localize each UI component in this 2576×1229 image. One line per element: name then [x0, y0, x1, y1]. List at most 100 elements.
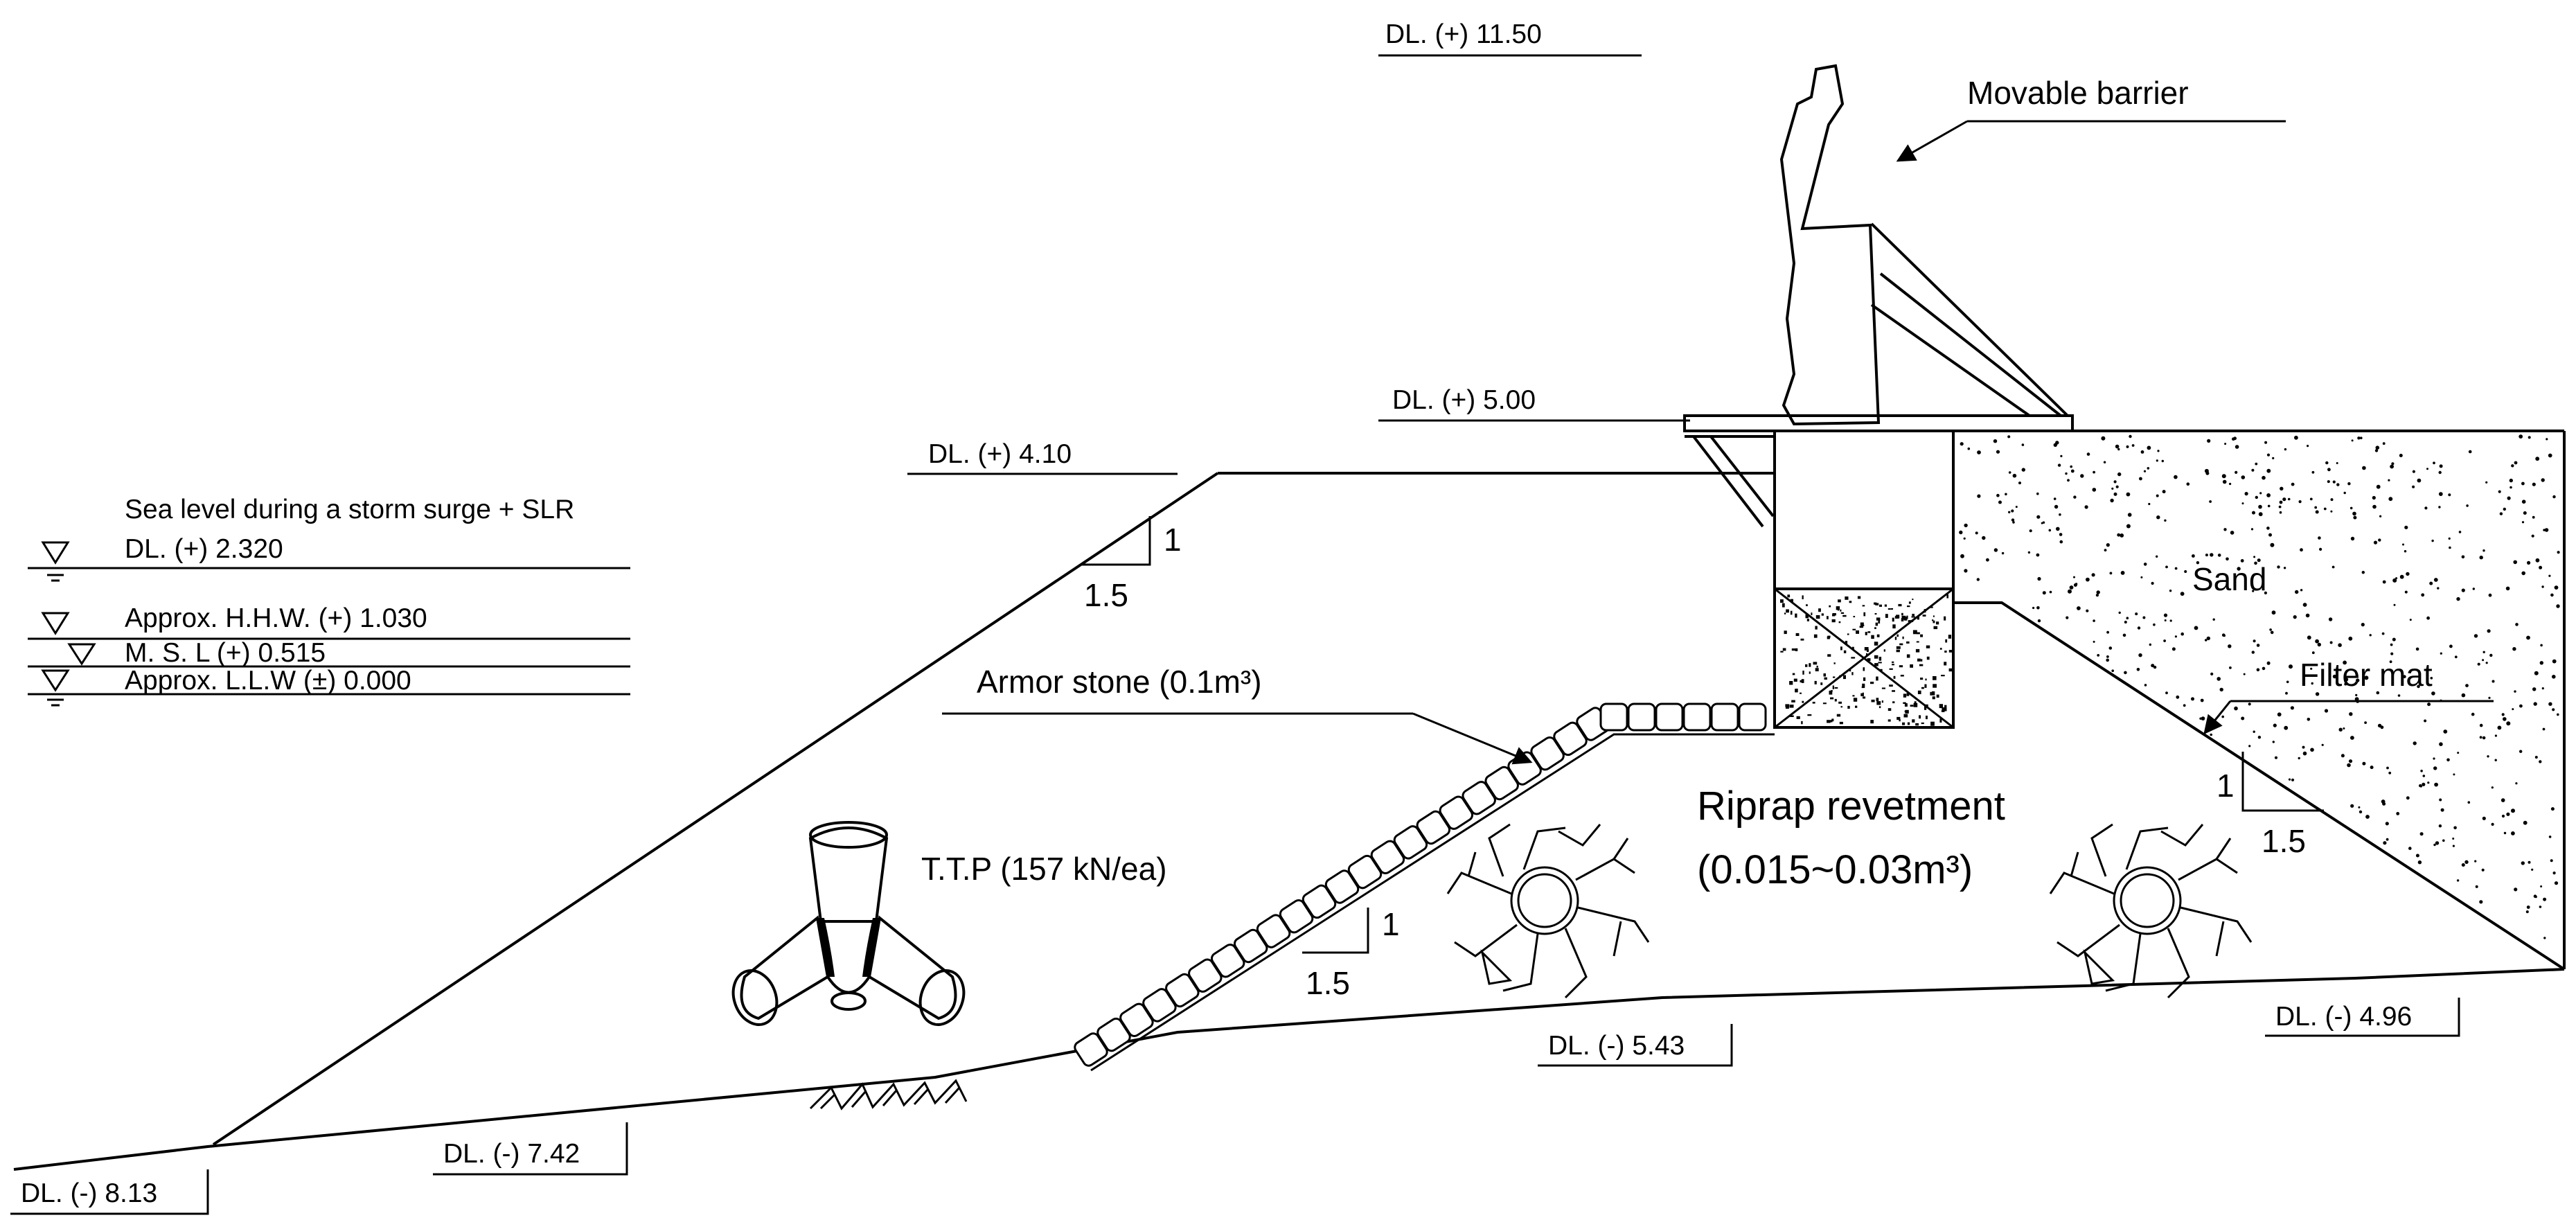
- sand-dot: [2302, 745, 2305, 749]
- foundation-speckle: [1805, 664, 1808, 667]
- sand-dot: [2376, 484, 2381, 489]
- sand-dot: [2388, 479, 2390, 481]
- foundation-speckle: [1906, 615, 1908, 619]
- sand-dot: [2422, 775, 2426, 777]
- deck-brace-inner: [1709, 435, 1775, 518]
- foundation-speckle: [1922, 614, 1926, 617]
- sand-dot: [2266, 661, 2271, 665]
- sand-dot: [2328, 617, 2333, 621]
- sand-dot: [2353, 515, 2357, 520]
- sand-dot: [2126, 492, 2131, 497]
- sand-dot: [2151, 664, 2155, 668]
- foundation-speckle: [1924, 684, 1927, 688]
- foundation-speckle: [1910, 664, 1913, 668]
- sand-dot: [2413, 741, 2417, 745]
- foundation-speckle: [1800, 638, 1804, 641]
- sand-dot: [2521, 481, 2525, 486]
- foundation-speckle: [1862, 624, 1865, 626]
- sand-dot: [2527, 560, 2531, 565]
- sand-dot: [2539, 905, 2542, 908]
- sand-dot: [2228, 644, 2232, 648]
- sand-dot: [2438, 824, 2442, 828]
- sand-dot: [2266, 527, 2270, 530]
- sand-dot: [2149, 643, 2151, 646]
- sand-dot: [2453, 773, 2455, 776]
- sand-dot: [2396, 812, 2400, 815]
- foundation-speckle: [1867, 631, 1871, 633]
- foundation-speckle: [1842, 614, 1847, 617]
- sand-dot: [2415, 647, 2419, 651]
- foundation-speckle: [1917, 632, 1920, 635]
- foundation-speckle: [1932, 619, 1934, 621]
- foundation-speckle: [1930, 691, 1932, 696]
- foundation-speckle: [1834, 687, 1838, 689]
- slope-triangle-mid: [1302, 908, 1369, 954]
- sand-dot: [2091, 573, 2095, 577]
- sand-dot: [1976, 578, 1980, 581]
- sand-dot: [2162, 490, 2166, 494]
- sand-dot: [2514, 461, 2518, 465]
- slope-run-top: 1.5: [1084, 577, 1128, 613]
- tetrapod-icon: [731, 821, 966, 1026]
- sand-dot: [2059, 533, 2063, 536]
- sand-dot: [2323, 507, 2327, 511]
- sand-dot: [2262, 475, 2266, 480]
- foundation-speckle: [1904, 710, 1909, 712]
- elevation-tags: DL. (+) 11.50 DL. (+) 5.00 DL. (+) 4.10 …: [10, 19, 2460, 1215]
- filter-mat-arrow: [2203, 700, 2232, 735]
- sand-dot: [2532, 687, 2537, 691]
- foundation-speckle: [1903, 693, 1907, 698]
- sand-dot: [2120, 533, 2124, 538]
- sand-dot: [2332, 674, 2337, 679]
- sand-dot: [2311, 682, 2313, 685]
- sand-dot: [2539, 661, 2543, 665]
- sand-dot: [2176, 695, 2180, 699]
- foundation-speckle: [1855, 705, 1858, 708]
- sand-dot: [2461, 588, 2465, 592]
- sand-dot: [2395, 577, 2398, 580]
- foundation-speckle: [1863, 667, 1865, 671]
- foundation-speckle: [1911, 620, 1914, 622]
- foundation-speckle: [1852, 695, 1855, 697]
- sand-dot: [2511, 808, 2515, 813]
- sand-dot: [2438, 506, 2441, 509]
- foundation-speckle: [1930, 721, 1935, 726]
- sand-dot: [2291, 778, 2295, 781]
- foundation-speckle: [1874, 642, 1878, 646]
- sand-dot: [2471, 712, 2475, 716]
- sand-dot: [2548, 702, 2552, 706]
- sand-dot: [2124, 671, 2127, 675]
- sand-dot: [2229, 666, 2232, 669]
- sand-dot: [2381, 632, 2385, 635]
- elevation-toe-right-box: [2265, 998, 2460, 1037]
- sand-dot: [1967, 447, 1971, 450]
- sand-dot: [2479, 736, 2482, 739]
- foundation-speckle: [1876, 617, 1881, 621]
- sand-dot: [1975, 531, 1978, 535]
- sand-dot: [2552, 872, 2556, 875]
- seabed-line: [13, 968, 2565, 1171]
- sand-dot: [2557, 713, 2559, 716]
- foundation-speckle: [1845, 641, 1848, 644]
- foundation-speckle: [1847, 633, 1849, 635]
- sand-dot: [2467, 801, 2471, 804]
- sand-dot: [2156, 459, 2158, 462]
- sand-dot: [2274, 756, 2278, 759]
- sand-dot: [2539, 565, 2543, 569]
- sand-dot: [2106, 658, 2109, 662]
- sand-dot: [2552, 659, 2557, 664]
- sand-dot: [2273, 723, 2277, 727]
- foundation-speckle: [1838, 621, 1841, 624]
- sand-dot: [2399, 574, 2404, 579]
- foundation-speckle: [1851, 646, 1854, 651]
- foundation-speckle: [1821, 613, 1824, 616]
- sand-dot: [2390, 652, 2394, 655]
- foundation-speckle: [1874, 663, 1878, 666]
- foundation-speckle: [1944, 662, 1947, 666]
- sand-dot: [2157, 450, 2160, 452]
- sand-dot: [2305, 613, 2310, 618]
- foundation-speckle: [1887, 708, 1892, 711]
- foundation-speckle: [1791, 648, 1795, 651]
- sand-dot: [1960, 554, 1964, 558]
- foundation-speckle: [1840, 706, 1842, 708]
